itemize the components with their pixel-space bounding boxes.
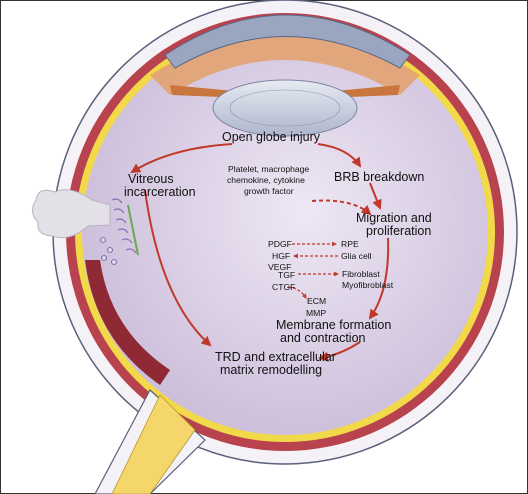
arrow-vitreous-to-trd [144,189,212,347]
incarceration-cells [100,237,117,265]
label-vitreous-line1: Vitreous [128,172,174,186]
label-vitreous-line2: incarceration [124,185,196,199]
lens [212,79,358,137]
arrow-membrane-to-trd [318,341,361,362]
label-fibroblast: Fibroblast [342,269,380,279]
detached-choroid [85,260,170,385]
label-factors-line1: Platelet, macrophage [228,164,309,174]
label-mmp: MMP [306,308,326,318]
label-vegf: VEGF [268,262,291,272]
incarceration-fibers [111,198,137,254]
vitreous-prolapse [32,189,111,239]
label-migration-line1: Migration and [356,211,432,225]
label-factors-line3: growth factor [244,186,294,196]
arrows [130,143,390,362]
label-rpe: RPE [341,239,359,249]
label-pdgf: PDGF [268,239,292,249]
arrow-brb-to-migration [369,182,382,210]
arrow-injury-to-brb [317,143,362,168]
glial-strand [127,204,139,256]
label-open-globe-injury: Open globe injury [222,130,321,144]
label-trd-line1: TRD and extracellular [215,350,336,364]
label-factors-line2: chemokine, cytokine [227,175,305,185]
label-myofibroblast: Myofibroblast [342,280,394,290]
optic-nerve [111,394,196,494]
label-hgf: HGF [272,251,290,261]
label-membrane-line1: Membrane formation [276,318,391,332]
arrow-ctgf-ecm [287,286,307,299]
label-glia-cell: Glia cell [341,251,372,261]
cornea [164,14,411,69]
label-tgf: TGF [278,270,295,280]
label-trd-line2: matrix remodelling [220,363,322,377]
arrow-factors-to-migration [311,199,372,216]
label-migration-line2: proliferation [366,224,431,238]
small-arrows [287,241,339,299]
arrow-migration-to-membrane [368,237,390,320]
label-membrane-line2: and contraction [280,331,366,345]
label-ecm: ECM [307,296,326,306]
lens-ring [229,89,341,127]
arrow-injury-to-vitreous [130,143,233,174]
label-brb-breakdown: BRB breakdown [334,170,424,184]
label-ctgf: CTGF [272,282,295,292]
vitreous-cavity [82,29,488,435]
labels: Open globe injury Vitreous incarceration… [124,130,432,377]
